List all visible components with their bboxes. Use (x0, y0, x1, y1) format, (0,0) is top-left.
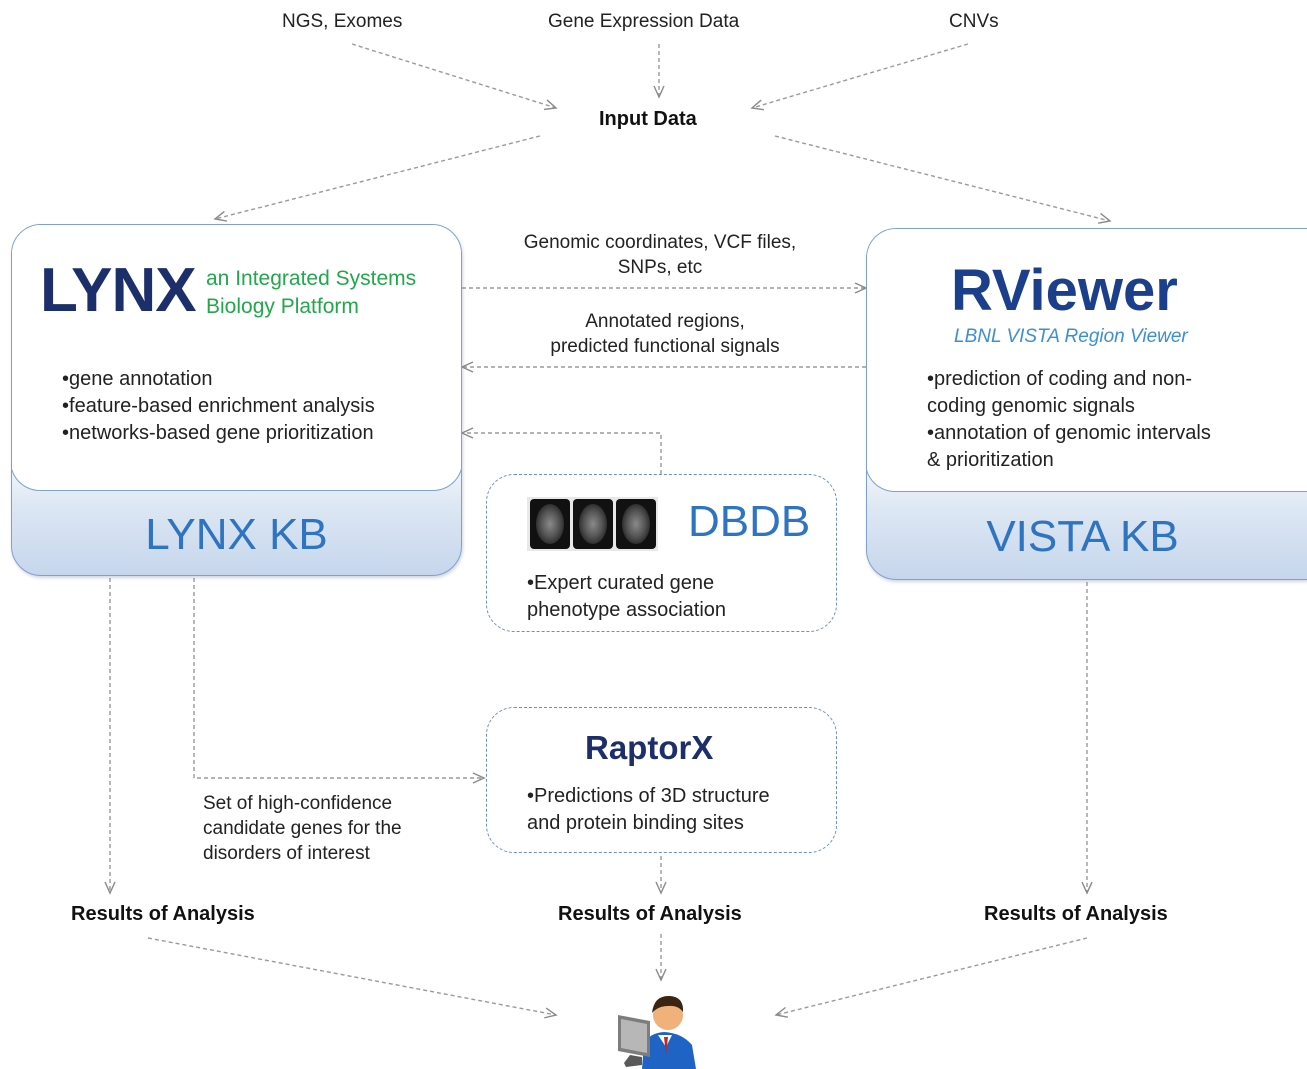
results-left-label: Results of Analysis (71, 903, 255, 925)
rviewer-feature-item: •annotation of genomic intervals & prior… (927, 422, 1211, 471)
user-at-computer-icon (618, 995, 696, 1069)
arrow-results-right-to-user (774, 937, 1088, 1018)
candidate-genes-line-1: Set of high-confidence (203, 793, 393, 814)
rviewer-to-lynx-label-line-1: Annotated regions, (585, 311, 745, 332)
dbdb-logo: DBDB (688, 497, 811, 546)
arrow-results-left-to-user (147, 937, 558, 1019)
candidate-genes-line-2: candidate genes for the (203, 818, 402, 839)
rviewer-feature-item: •prediction of coding and non- coding ge… (927, 368, 1192, 417)
brain-scan-slice (572, 499, 613, 549)
lynx-logo: LYNX (40, 256, 197, 325)
lynx-box-top-panel (12, 225, 461, 491)
lynx-box: LYNX KB (11, 224, 462, 576)
arrow-input-to-rviewer (774, 135, 1112, 224)
lynx-to-rviewer-label: Genomic coordinates, VCF files, SNPs, et… (480, 230, 840, 280)
arrow-ngs-to-input (351, 43, 558, 111)
input-cnvs-label: CNVs (949, 11, 999, 32)
rviewer-to-lynx-label: Annotated regions, predicted functional … (480, 309, 850, 359)
lynx-feature-item: •networks-based gene prioritization (62, 422, 374, 444)
brain-scan-slice (615, 499, 656, 549)
raptorx-description-line-1: •Predictions of 3D structure (527, 785, 770, 807)
dbdb-description: •Expert curated gene phenotype associati… (527, 570, 726, 624)
lynx-feature-item: •feature-based enrichment analysis (62, 395, 375, 417)
raptorx-logo: RaptorX (585, 729, 714, 766)
dbdb-description-line-1: •Expert curated gene (527, 572, 715, 594)
input-gene-expression-label: Gene Expression Data (548, 11, 740, 32)
lynx-subtitle: an Integrated Systems Biology Platform (206, 265, 416, 321)
rviewer-logo: RViewer (951, 258, 1178, 323)
vista-kb-label: VISTA KB (986, 512, 1179, 561)
dbdb-description-line-2: phenotype association (527, 599, 727, 621)
candidate-genes-label: Set of high-confidence candidate genes f… (203, 791, 402, 866)
input-ngs-label: NGS, Exomes (282, 11, 403, 32)
rviewer-box: VISTA KB (866, 228, 1307, 580)
raptorx-description: •Predictions of 3D structure and protein… (527, 783, 770, 837)
results-right-label: Results of Analysis (984, 903, 1168, 925)
candidate-genes-line-3: disorders of interest (203, 843, 370, 864)
lynx-kb-label: LYNX KB (145, 510, 328, 559)
lynx-to-rviewer-label-line-1: Genomic coordinates, VCF files, (523, 232, 797, 253)
raptorx-description-line-2: and protein binding sites (527, 812, 744, 834)
arrow-cnv-to-input (750, 43, 969, 111)
lynx-feature-list: •gene annotation •feature-based enrichme… (62, 366, 375, 447)
lynx-to-rviewer-label-line-2: SNPs, etc (617, 257, 703, 278)
arrow-dbdb-to-lynx (460, 427, 662, 474)
brain-scan-slice (529, 499, 570, 549)
rviewer-box-top-panel (867, 229, 1307, 492)
lynx-subtitle-line-1: an Integrated Systems (206, 267, 417, 290)
brain-mri-image (527, 497, 658, 551)
arrow-lynx-to-raptorx (193, 578, 486, 784)
lynx-feature-item: •gene annotation (62, 368, 213, 390)
input-data-label: Input Data (599, 108, 697, 130)
rviewer-feature-list: •prediction of coding and non- coding ge… (927, 366, 1211, 474)
results-center-label: Results of Analysis (558, 903, 742, 925)
rviewer-to-lynx-label-line-2: predicted functional signals (550, 336, 780, 357)
raptorx-box (486, 707, 837, 853)
arrow-input-to-lynx (213, 135, 541, 222)
lynx-subtitle-line-2: Biology Platform (206, 295, 359, 318)
rviewer-subtitle: LBNL VISTA Region Viewer (954, 326, 1188, 347)
